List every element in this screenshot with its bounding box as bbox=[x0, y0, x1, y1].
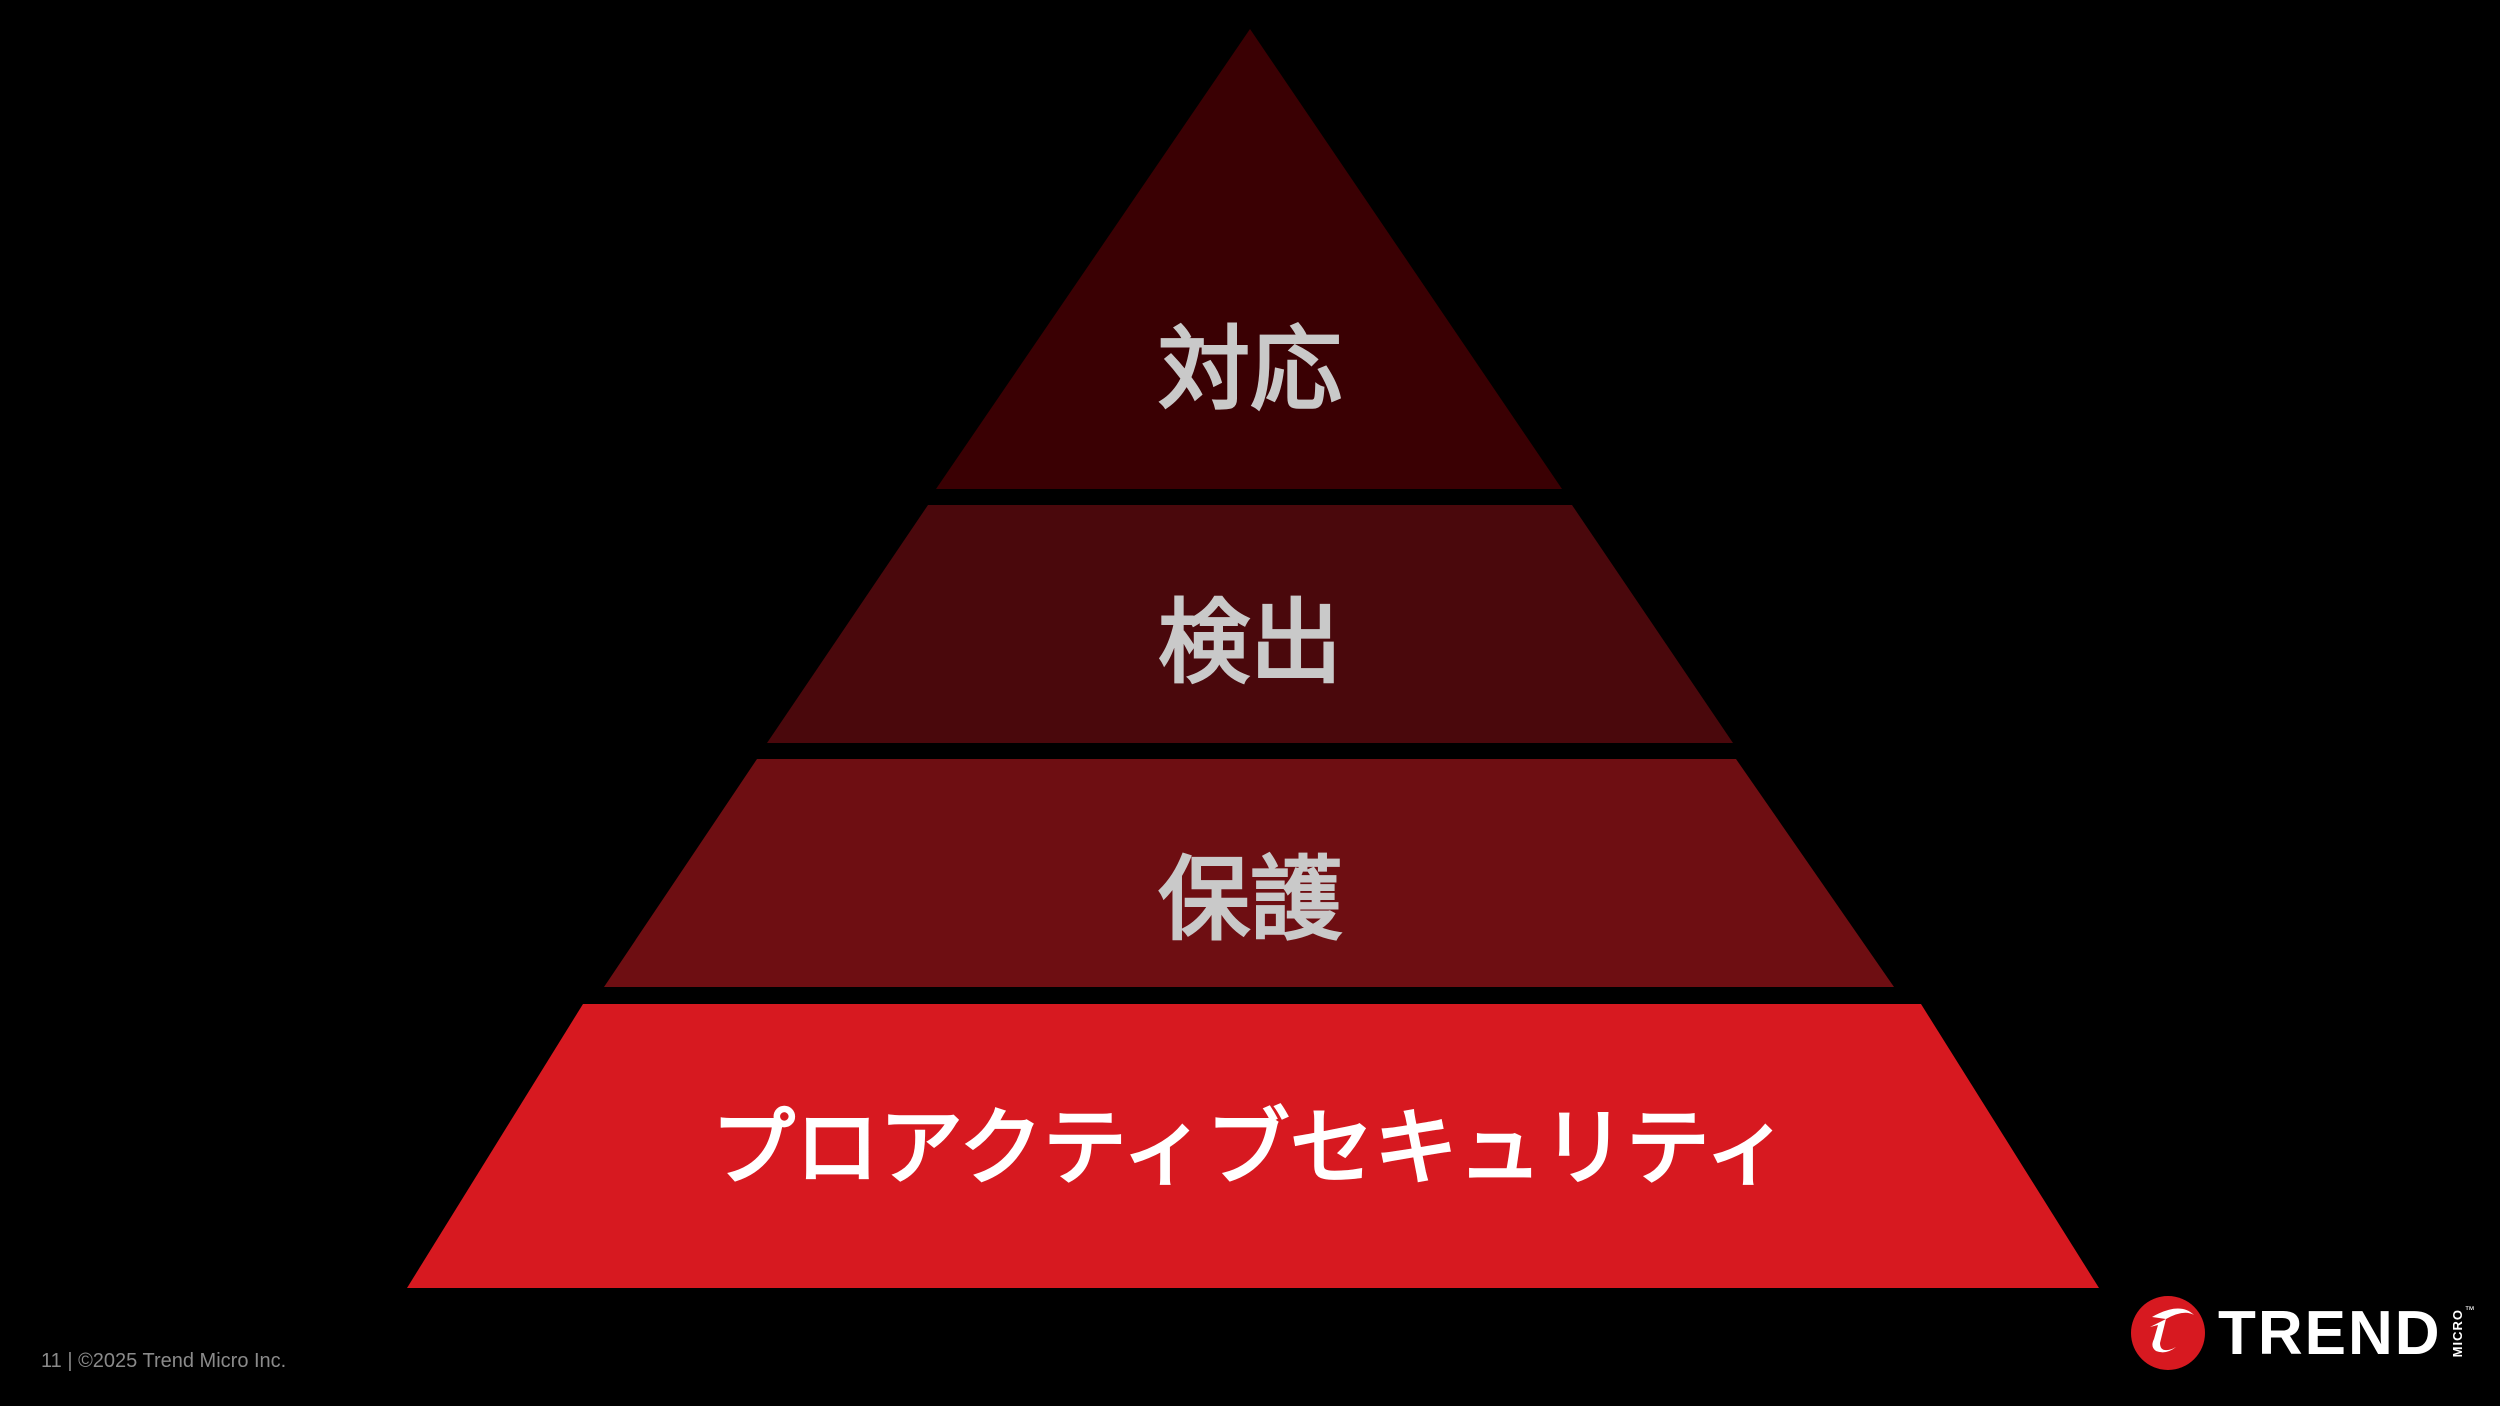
pyramid-tier-response bbox=[936, 29, 1562, 489]
trend-micro-logo: TREND MICRO ™ bbox=[2130, 1293, 2475, 1373]
trend-micro-logo-icon bbox=[2131, 1296, 2205, 1370]
tier-label-detection: 検出 bbox=[1158, 590, 1342, 697]
logo-trademark: ™ bbox=[2464, 1305, 2475, 1316]
tier-label-response: 対応 bbox=[1158, 317, 1342, 424]
pyramid-tier-detection bbox=[767, 505, 1733, 743]
logo-micro: MICRO bbox=[2449, 1308, 2465, 1358]
pyramid-tier-proactive-security bbox=[407, 1004, 2099, 1288]
logo-wordmark: TREND bbox=[2218, 1298, 2442, 1368]
tier-label-protection: 保護 bbox=[1158, 847, 1343, 954]
footer-copyright: 11 | ©2025 Trend Micro Inc. bbox=[41, 1350, 287, 1372]
tier-label-proactive-security: プロアクティブセキュリティ bbox=[711, 1099, 1789, 1197]
pyramid-tier-protection bbox=[604, 759, 1894, 987]
